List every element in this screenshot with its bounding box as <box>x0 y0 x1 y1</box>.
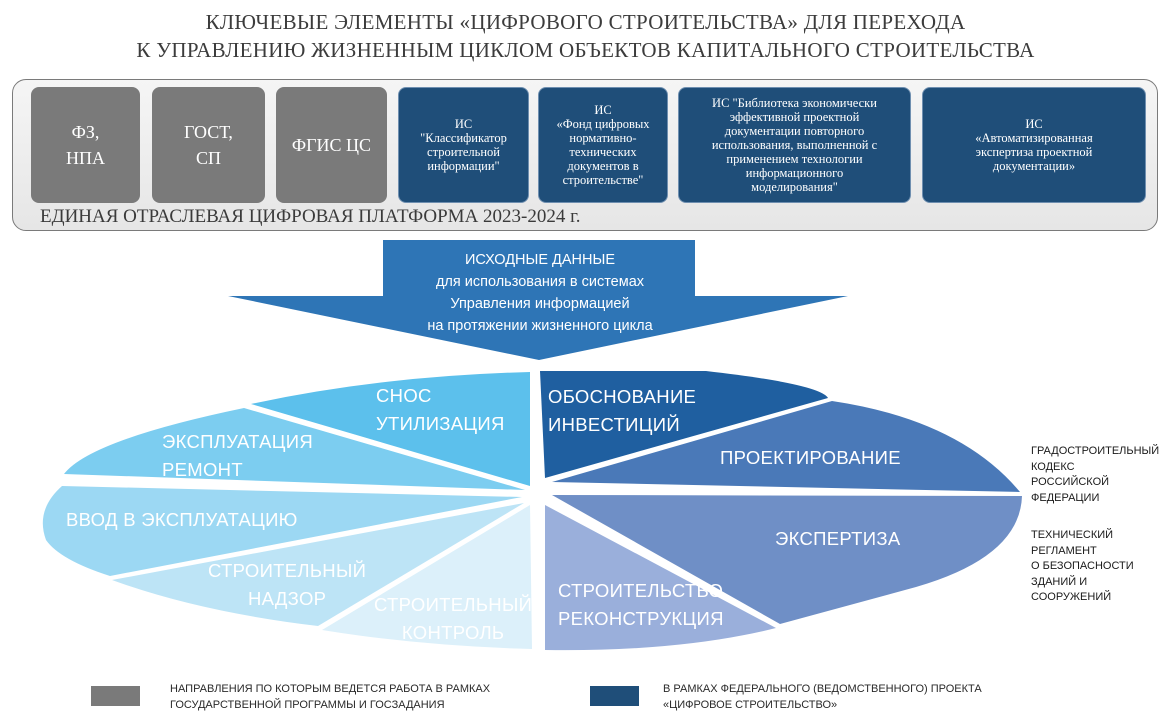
box-is-classifier: ИС "Классификатор строительной информаци… <box>398 87 529 203</box>
segment-construction <box>545 505 776 651</box>
stage-supervision: СТРОИТЕЛЬНЫЙ НАДЗОР <box>208 560 367 609</box>
segment-demolition <box>251 372 530 486</box>
legend-gray-swatch <box>91 686 140 706</box>
segment-control <box>322 505 532 649</box>
segment-design <box>552 401 1020 492</box>
box-is-fund-label: ИС «Фонд цифровых нормативно- технически… <box>556 103 650 187</box>
arrow-line-3: Управления информацией <box>450 296 630 312</box>
segment-investment <box>540 371 828 478</box>
box-is-expertise-label: ИС «Автоматизированная экспертиза проект… <box>975 117 1093 173</box>
legend-blue-text: В РАМКАХ ФЕДЕРАЛЬНОГО (ВЕДОМСТВЕННОГО) П… <box>663 683 982 711</box>
stage-investment: ОБОСНОВАНИЕ ИНВЕСТИЦИЙ <box>548 386 697 435</box>
box-fz-npa-label: ФЗ, НПА <box>66 122 105 168</box>
segment-supervision <box>112 503 524 626</box>
stage-design: ПРОЕКТИРОВАНИЕ <box>720 447 901 468</box>
legend-blue-swatch <box>590 686 639 706</box>
page-title: КЛЮЧЕВЫЕ ЭЛЕМЕНТЫ «ЦИФРОВОГО СТРОИТЕЛЬСТ… <box>0 8 1171 64</box>
box-fz-npa: ФЗ, НПА <box>31 87 140 203</box>
box-is-library-label: ИС "Библиотека экономически эффективной … <box>711 96 878 194</box>
stage-construction: СТРОИТЕЛЬСТВО РЕКОНСТРУКЦИЯ <box>558 580 724 629</box>
segment-operation <box>64 408 525 490</box>
segment-commissioning <box>42 486 522 576</box>
stage-commissioning: ВВОД В ЭКСПЛУАТАЦИЮ <box>66 509 298 530</box>
platform-label: ЕДИНАЯ ОТРАСЛЕВАЯ ЦИФРОВАЯ ПЛАТФОРМА 202… <box>40 206 581 227</box>
box-fgis-cs: ФГИС ЦС <box>276 87 387 203</box>
stage-expertise: ЭКСПЕРТИЗА <box>775 528 901 549</box>
box-is-classifier-label: ИС "Классификатор строительной информаци… <box>420 117 507 173</box>
box-is-expertise: ИС «Автоматизированная экспертиза проект… <box>922 87 1146 203</box>
segment-expertise <box>552 495 1022 624</box>
legend-gray-text: НАПРАВЛЕНИЯ ПО КОТОРЫМ ВЕДЕТСЯ РАБОТА В … <box>170 683 491 711</box>
title-line-1: КЛЮЧЕВЫЕ ЭЛЕМЕНТЫ «ЦИФРОВОГО СТРОИТЕЛЬСТ… <box>205 10 966 34</box>
arrow-line-4: на протяжении жизненного цикла <box>427 318 653 334</box>
stage-demolition: СНОС УТИЛИЗАЦИЯ <box>376 385 505 434</box>
box-gost-sp-label: ГОСТ, СП <box>184 122 233 168</box>
arrow-line-2: для использования в системах <box>435 274 645 290</box>
arrow-line-1: ИСХОДНЫЕ ДАННЫЕ <box>465 252 615 268</box>
stage-control: СТРОИТЕЛЬНЫЙ КОНТРОЛЬ <box>374 594 533 643</box>
input-data-arrow <box>228 240 848 360</box>
box-is-fund: ИС «Фонд цифровых нормативно- технически… <box>538 87 668 203</box>
box-gost-sp: ГОСТ, СП <box>152 87 265 203</box>
box-fgis-cs-label: ФГИС ЦС <box>291 135 372 155</box>
note-technical-regulation: ТЕХНИЧЕСКИЙ РЕГЛАМЕНТ О БЕЗОПАСНОСТИ ЗДА… <box>1031 529 1134 603</box>
title-line-2: К УПРАВЛЕНИЮ ЖИЗНЕННЫМ ЦИКЛОМ ОБЪЕКТОВ К… <box>136 38 1035 62</box>
arrow-text: ИСХОДНЫЕ ДАННЫЕ для использования в сист… <box>380 249 700 337</box>
box-is-library: ИС "Библиотека экономически эффективной … <box>678 87 911 203</box>
note-urban-code: ГРАДОСТРОИТЕЛЬНЫЙ КОДЕКС РОССИЙСКОЙ ФЕДЕ… <box>1031 445 1160 504</box>
stage-operation: ЭКСПЛУАТАЦИЯ РЕМОНТ <box>162 431 314 480</box>
